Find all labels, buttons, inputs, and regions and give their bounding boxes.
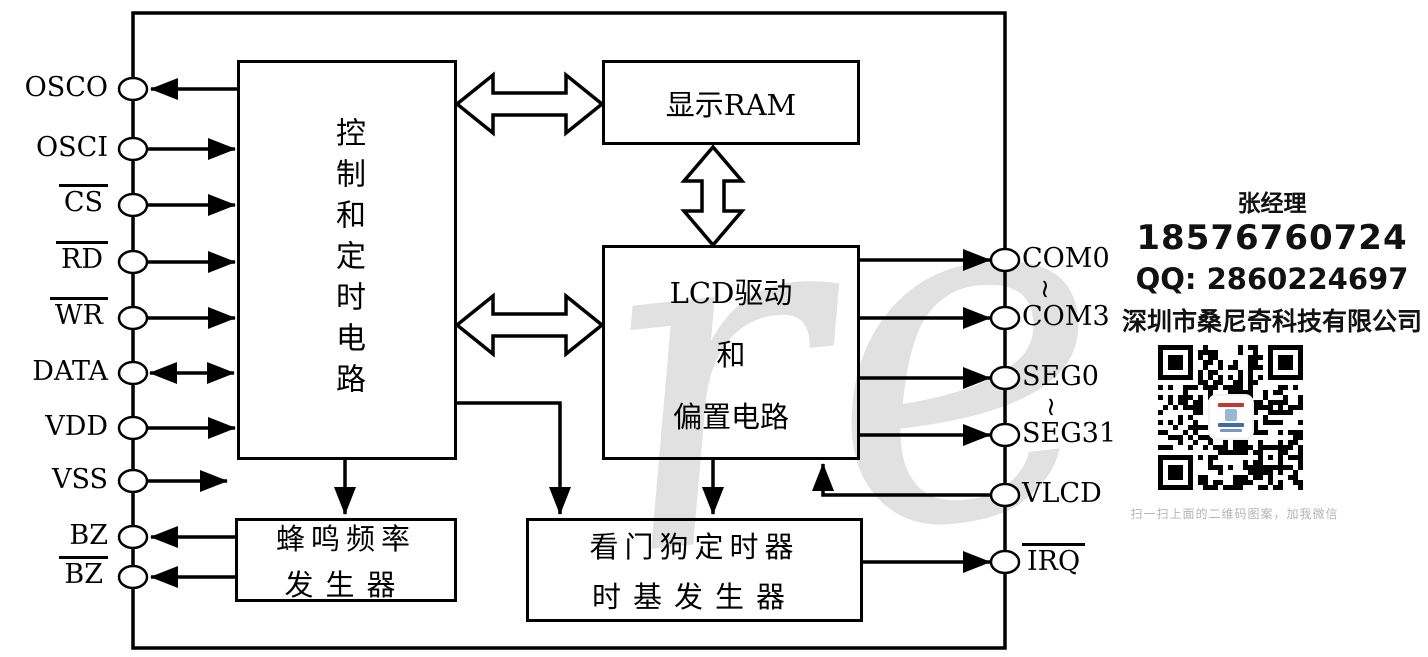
pin-label-osco: OSCO (24, 72, 108, 103)
block-lcd-line-1: LCD驱动 (669, 275, 793, 310)
pin-label-irq: IRQ (1022, 543, 1086, 578)
block-lcd-driver-bias: LCD驱动 和 偏置电路 (602, 245, 860, 460)
pad-seg31 (989, 422, 1021, 448)
block-watchdog-line-2: 时基发生器 (591, 580, 797, 614)
pad-data (117, 360, 149, 386)
pin-label-com3: COM3 (1022, 301, 1110, 332)
wire-vlcd (812, 463, 991, 497)
pad-com0 (989, 247, 1021, 273)
block-control-label: 控制和定时电路 (330, 116, 365, 404)
pad-vdd (117, 415, 149, 441)
block-buzzer-frequency-generator: 蜂鸣频率 发生器 (235, 518, 457, 602)
qr-caption: 扫一扫上面的二维码图案，加我微信 (1130, 507, 1339, 521)
bus-arrow-control-lcd (454, 292, 605, 358)
pin-label-bz-bar: BZ (10, 556, 108, 591)
contact-qq: QQ: 2860224697 (1135, 262, 1409, 296)
pin-label-vdd: VDD (45, 411, 108, 442)
contact-phone: 18576760724 (1136, 218, 1408, 258)
bus-arrow-control-ram (454, 71, 605, 137)
pad-osci (117, 136, 149, 162)
pin-label-com0: COM0 (1022, 243, 1110, 274)
pad-vss (117, 468, 149, 494)
pin-label-seg31: SEG31 (1022, 418, 1117, 449)
block-buzzer-line-2: 发生器 (284, 568, 408, 602)
pin-label-cs: CS (10, 184, 108, 219)
pad-irq (989, 549, 1021, 575)
block-lcd-line-3: 偏置电路 (672, 399, 789, 434)
pin-label-wr: WR (10, 297, 108, 332)
pin-label-seg0: SEG0 (1022, 361, 1099, 392)
bus-arrow-ram-lcd (680, 144, 746, 248)
block-lcd-line-2: 和 (716, 337, 746, 372)
pad-com3 (989, 305, 1021, 331)
pin-label-vss: VSS (51, 464, 108, 495)
contact-name: 张经理 (1237, 191, 1307, 217)
block-control-timing-circuit: 控制和定时电路 (237, 60, 457, 460)
block-display-ram: 显示RAM (602, 60, 860, 145)
pad-osco (117, 76, 149, 102)
pin-label-data: DATA (32, 356, 108, 387)
pin-pads (117, 76, 1021, 590)
range-tilde-com: ~ (1029, 278, 1060, 300)
pad-rd (117, 249, 149, 275)
pad-bz (117, 524, 149, 550)
block-display-ram-label: 显示RAM (665, 87, 797, 122)
pad-cs (117, 192, 149, 218)
pin-label-osci: OSCI (36, 132, 108, 163)
range-tilde-seg: ~ (1035, 396, 1066, 418)
pad-wr (117, 305, 149, 331)
pad-bz-bar (117, 564, 149, 590)
pin-label-rd: RD (10, 241, 108, 276)
block-watchdog-line-1: 看门狗定时器 (589, 530, 800, 564)
wire-control-watchdog (457, 401, 571, 515)
qr-center-logo (1210, 396, 1252, 438)
block-buzzer-line-1: 蜂鸣频率 (275, 522, 416, 556)
pad-vlcd (989, 482, 1021, 508)
pad-seg0 (989, 365, 1021, 391)
contact-company: 深圳市桑尼奇科技有限公司 (1122, 307, 1423, 336)
pin-label-vlcd: VLCD (1022, 478, 1102, 509)
wechat-qr-code (1158, 345, 1303, 490)
chip-boundary (131, 11, 1007, 650)
block-watchdog-timebase-generator: 看门狗定时器 时基发生器 (526, 518, 863, 622)
pin-label-bz: BZ (69, 520, 108, 551)
